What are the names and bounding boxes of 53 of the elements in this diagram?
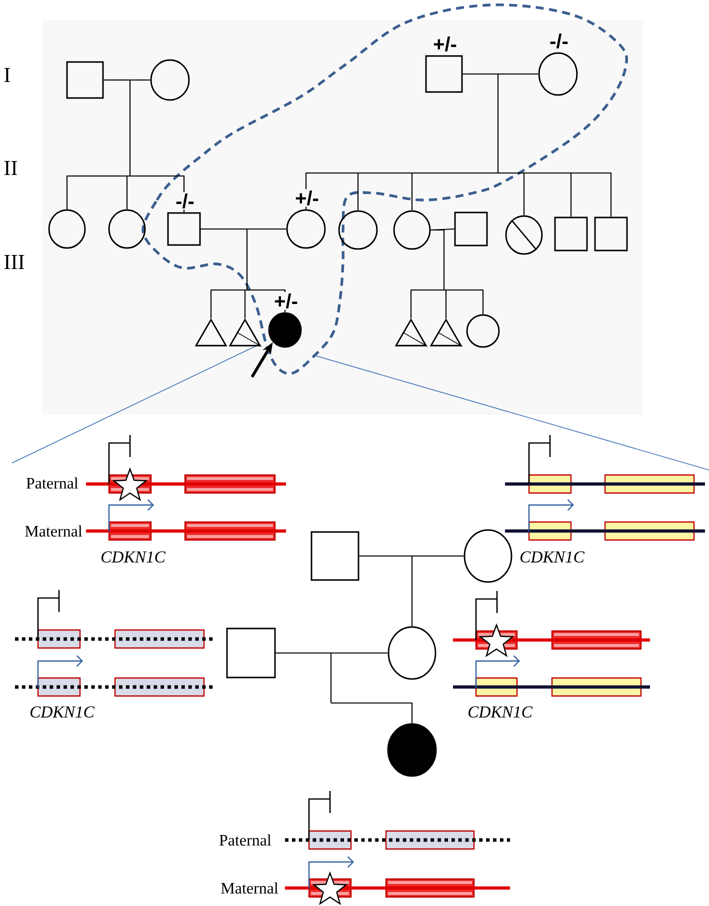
allele-label: Paternal: [219, 834, 272, 846]
pedigree-line: [498, 172, 612, 217]
gene-label: CDKN1C: [468, 706, 533, 718]
circle-symbol: [338, 210, 378, 250]
gene-label: CDKN1C: [30, 706, 95, 718]
pedigree-line: [462, 73, 538, 75]
pedigree-line: [200, 228, 286, 230]
genotype-label: +/-: [272, 292, 300, 310]
square-symbol: [226, 628, 276, 678]
square-symbol: [66, 61, 104, 99]
pedigree-line: [244, 289, 247, 318]
pedigree-line: [411, 603, 413, 626]
circle-symbol: [505, 215, 543, 255]
allele-label: Maternal: [221, 882, 278, 894]
circle-symbol: [464, 529, 512, 583]
allele-label: Paternal: [26, 477, 78, 489]
pedigree-line: [444, 289, 484, 314]
pedigree-line: [430, 228, 454, 231]
allele-label: Maternal: [25, 525, 82, 537]
circle-symbol: [150, 59, 190, 101]
square-symbol: [310, 531, 360, 581]
square-symbol: [594, 216, 628, 252]
pedigree-line: [126, 175, 130, 210]
pedigree-line: [359, 555, 464, 557]
filled-circle-symbol: [268, 312, 302, 348]
genotype-label: +/-: [294, 189, 320, 207]
pedigree-line: [331, 702, 413, 724]
square-symbol: [454, 212, 488, 246]
square-symbol: [425, 55, 463, 93]
circle-symbol: [48, 209, 86, 249]
genotype-label: +/-: [432, 35, 458, 53]
pedigree-line: [104, 79, 150, 81]
square-symbol: [554, 216, 588, 252]
circle-symbol: [538, 52, 578, 96]
circle-symbol: [108, 209, 146, 249]
pedigree-line: [210, 289, 247, 318]
genotype-label: -/-: [174, 192, 196, 210]
circle-symbol: [466, 314, 500, 348]
circle-symbol: [393, 210, 431, 250]
filled-circle-symbol: [387, 723, 437, 777]
square-symbol: [167, 212, 201, 246]
genotype-label: -/-: [548, 32, 570, 50]
circle-symbol: [388, 626, 436, 680]
generation-label: II: [4, 161, 18, 175]
pedigree-line: [130, 175, 185, 212]
pedigree-line: [276, 652, 388, 654]
pedigree-line: [411, 172, 498, 210]
pedigree-line: [410, 289, 444, 318]
generation-label: I: [4, 68, 10, 82]
gene-label: CDKN1C: [102, 551, 166, 563]
circle-symbol: [286, 209, 326, 249]
generation-label: III: [4, 255, 24, 269]
pedigree-line: [444, 289, 447, 318]
